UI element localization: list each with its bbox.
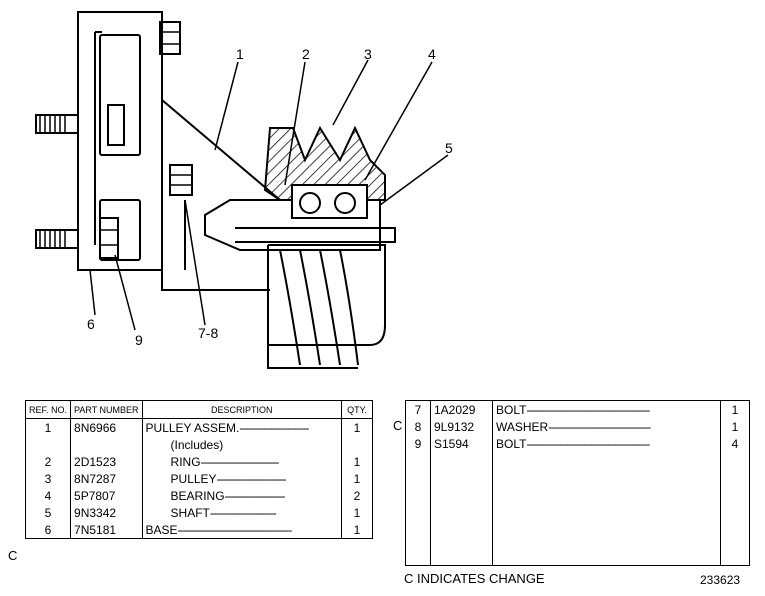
row-qty: 2 <box>341 487 373 504</box>
row-qty: 1 <box>720 418 750 435</box>
table-row: 7 1A2029 BOLT---------------------------… <box>406 400 750 418</box>
row-description: WASHER---------------------------------- <box>492 418 721 435</box>
callout-3: 3 <box>364 46 372 62</box>
table-row: 6 7N5181 BASE---------------------------… <box>26 521 373 539</box>
table-row: 5 9N3342 SHAFT---------------------- 1 <box>26 504 373 521</box>
row-qty: 1 <box>341 453 373 470</box>
table-row: 9 S1594 BOLT----------------------------… <box>406 435 750 452</box>
callout-1: 1 <box>236 46 244 62</box>
row-description: BEARING-------------------- <box>141 487 342 504</box>
figure-number: 233623 <box>700 573 741 587</box>
row-part-number: 8N6966 <box>70 418 143 436</box>
row-ref: 9 <box>414 436 422 451</box>
row-description: SHAFT---------------------- <box>141 504 342 521</box>
row-description: BASE------------------------------------… <box>141 521 342 539</box>
shaft <box>204 199 381 251</box>
parts-table-left: REF. NO. PART NUMBER DESCRIPTION QTY. 1 … <box>25 400 373 539</box>
callout-2: 2 <box>302 46 310 62</box>
row-part-number: 9N3342 <box>70 504 143 521</box>
change-footnote: C INDICATES CHANGE <box>404 571 545 586</box>
row-qty <box>341 436 373 453</box>
bracket <box>161 99 281 291</box>
pulley-assembly-drawing <box>35 11 449 369</box>
callout-6: 6 <box>87 316 95 332</box>
header-ref: REF. NO. <box>25 400 71 419</box>
row-qty: 1 <box>341 521 373 539</box>
callout-5: 5 <box>445 140 453 156</box>
stud-lower <box>35 229 79 249</box>
row-ref <box>26 436 71 453</box>
row-ref: 7 <box>414 402 422 417</box>
callout-4: 4 <box>428 46 436 62</box>
row-part-number: 2D1523 <box>70 453 143 470</box>
row-ref: 2 <box>44 454 52 469</box>
row-ref: 4 <box>44 488 52 503</box>
row-description: PULLEY ASSEM.----------------------- <box>141 418 342 436</box>
row-part-number: 8N7287 <box>70 470 143 487</box>
table-row: 4 5P7807 BEARING-------------------- 2 <box>26 487 373 504</box>
row-qty: 1 <box>341 470 373 487</box>
row-description: RING-------------------------- <box>141 453 342 470</box>
row-part-number: 9L9132 <box>430 418 493 435</box>
bolt-head-middle <box>169 164 193 196</box>
row-qty: 1 <box>341 418 373 436</box>
bearing <box>291 184 368 219</box>
row-description: PULLEY----------------------- <box>141 470 342 487</box>
row-ref: 1 <box>44 420 52 435</box>
row-part-number: 5P7807 <box>70 487 143 504</box>
row-qty: 1 <box>341 504 373 521</box>
row-qty: 1 <box>720 400 750 418</box>
row-ref: 6 <box>44 522 52 537</box>
change-marker: C <box>393 418 403 433</box>
callout-9: 9 <box>135 332 143 348</box>
header-part-number: PART NUMBER <box>70 400 143 419</box>
parts-table-right: 7 1A2029 BOLT---------------------------… <box>405 400 750 566</box>
table-row: 1 8N6966 PULLEY ASSEM.------------------… <box>26 418 373 436</box>
row-description: BOLT------------------------------------… <box>492 400 721 418</box>
header-description: DESCRIPTION <box>141 400 342 419</box>
row-ref: 8 <box>414 419 422 434</box>
row-ref: 5 <box>44 505 52 520</box>
row-qty: 4 <box>720 435 750 452</box>
change-marker: C <box>8 548 18 563</box>
row-part-number: S1594 <box>430 435 493 452</box>
row-description: BOLT------------------------------------… <box>492 435 721 452</box>
row-description: (Includes) <box>141 436 342 453</box>
row-part-number: 1A2029 <box>430 400 493 418</box>
pulley-grooves <box>267 244 386 369</box>
table-row: 2 2D1523 RING-------------------------- … <box>26 453 373 470</box>
table-row: 8 9L9132 WASHER-------------------------… <box>406 418 750 435</box>
table-row: 3 8N7287 PULLEY----------------------- 1 <box>26 470 373 487</box>
base-plate <box>77 11 163 271</box>
row-part-number: 7N5181 <box>70 521 143 539</box>
table-row: (Includes) <box>26 436 373 453</box>
row-ref: 3 <box>44 471 52 486</box>
pulley-section <box>263 125 386 201</box>
bolt-head-top <box>159 21 181 55</box>
callout-7-8: 7-8 <box>198 325 219 341</box>
row-part-number <box>70 436 143 453</box>
header-qty: QTY. <box>341 400 373 419</box>
stud-upper <box>35 114 79 134</box>
bolt-head-lower <box>99 217 119 259</box>
